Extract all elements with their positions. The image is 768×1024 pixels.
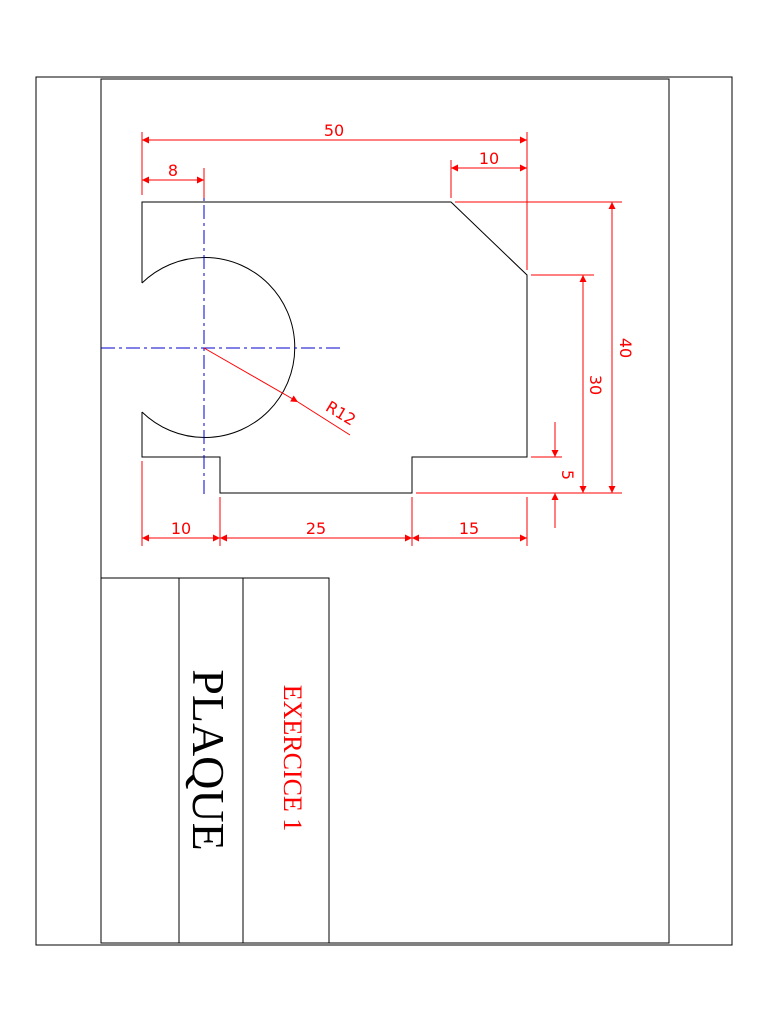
dim-bottom-right: 15 (459, 519, 479, 538)
part-name: PLAQUE (183, 669, 234, 850)
dimension-texts: 50 10 8 40 30 5 R12 10 25 15 (168, 121, 635, 538)
dim-step: 5 (558, 470, 577, 480)
dim-right-height: 30 (586, 375, 605, 395)
outer-border (35, 76, 733, 946)
dim-line-radius-leader (297, 401, 351, 436)
exercise-label: EXERCICE 1 (278, 685, 307, 832)
dimension-lines (142, 136, 616, 542)
dim-line-radius (203, 347, 299, 403)
dim-total-height: 40 (616, 338, 635, 358)
dim-bottom-mid: 25 (306, 519, 326, 538)
title-block (100, 577, 330, 944)
inner-border (100, 78, 670, 944)
extension-lines (141, 132, 622, 546)
dim-slot-offset: 8 (168, 161, 178, 180)
center-lines (101, 180, 340, 495)
dim-chamfer: 10 (479, 149, 499, 168)
dim-overall-width: 50 (324, 121, 344, 140)
plate-profile (141, 201, 528, 494)
dim-bottom-left: 10 (171, 519, 191, 538)
dim-radius: R12 (322, 397, 359, 430)
